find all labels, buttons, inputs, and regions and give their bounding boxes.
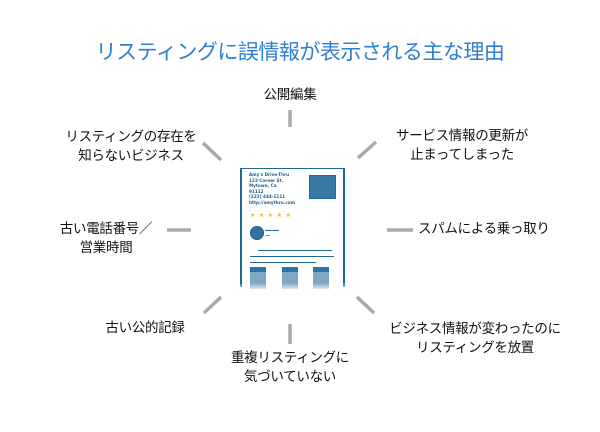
star-rating-icon: ★★★★★ <box>250 212 295 219</box>
reason-line: 止まってしまった <box>410 147 514 163</box>
reason-line: ビジネス情報が変わったのに <box>389 321 561 337</box>
reason-left: 古い電話番号／ 営業時間 <box>46 220 166 258</box>
card-fade <box>238 283 345 291</box>
reason-line: 営業時間 <box>79 240 133 256</box>
reason-top-right: サービス情報の更新が 止まってしまった <box>382 127 542 165</box>
website: http://amythru.com <box>249 199 295 205</box>
diagram-title: リスティングに誤情報が表示される主な理由 <box>95 40 505 64</box>
listing-card-icon: Amy's Drive-Thru 123 Corner St. Mytown, … <box>240 168 345 289</box>
address-line: Mytown, Ca <box>249 183 277 189</box>
spoke-top-left <box>201 141 223 162</box>
reason-line: 重複リスティングに <box>231 350 349 366</box>
listing-details: Amy's Drive-Thru 123 Corner St. Mytown, … <box>249 172 295 206</box>
avatar-icon <box>250 226 264 240</box>
photo-placeholder-icon <box>309 175 336 199</box>
zip-code: 91112 <box>249 188 264 194</box>
reason-line: スパムによる乗っ取り <box>418 221 550 237</box>
text-line <box>250 262 316 264</box>
text-line <box>258 250 332 252</box>
reason-bottom-left: 古い公的記録 <box>90 319 200 338</box>
reason-line: リスティングを放置 <box>416 340 534 356</box>
reason-line: 古い電話番号／ <box>59 221 153 237</box>
reason-line: 知らないビジネス <box>78 148 184 164</box>
phone-number: (222) 444-1111 <box>249 194 286 200</box>
reason-line: 公開編集 <box>263 87 317 103</box>
spoke-bottom-left <box>202 295 223 315</box>
review-meta-line <box>265 235 270 237</box>
business-name: Amy's Drive-Thru <box>249 172 290 177</box>
reason-bottom: 重複リスティングに 気づいていない <box>220 349 360 387</box>
address-line: 123 Corner St. <box>249 177 284 183</box>
text-line <box>250 256 334 258</box>
reason-line: 古い公的記録 <box>105 320 185 336</box>
review-name-line <box>265 230 279 232</box>
reason-top: 公開編集 <box>240 86 340 105</box>
spoke-bottom-right <box>355 295 376 315</box>
reason-line: サービス情報の更新が <box>396 128 528 144</box>
reason-top-left: リスティングの存在を 知らないビジネス <box>56 128 206 166</box>
reason-right: スパムによる乗っ取り <box>418 220 568 239</box>
reason-bottom-right: ビジネス情報が変わったのに リスティングを放置 <box>375 320 575 358</box>
reason-line: 気づいていない <box>244 369 336 385</box>
reason-line: リスティングの存在を <box>65 129 197 145</box>
spoke-top-right <box>356 140 378 160</box>
